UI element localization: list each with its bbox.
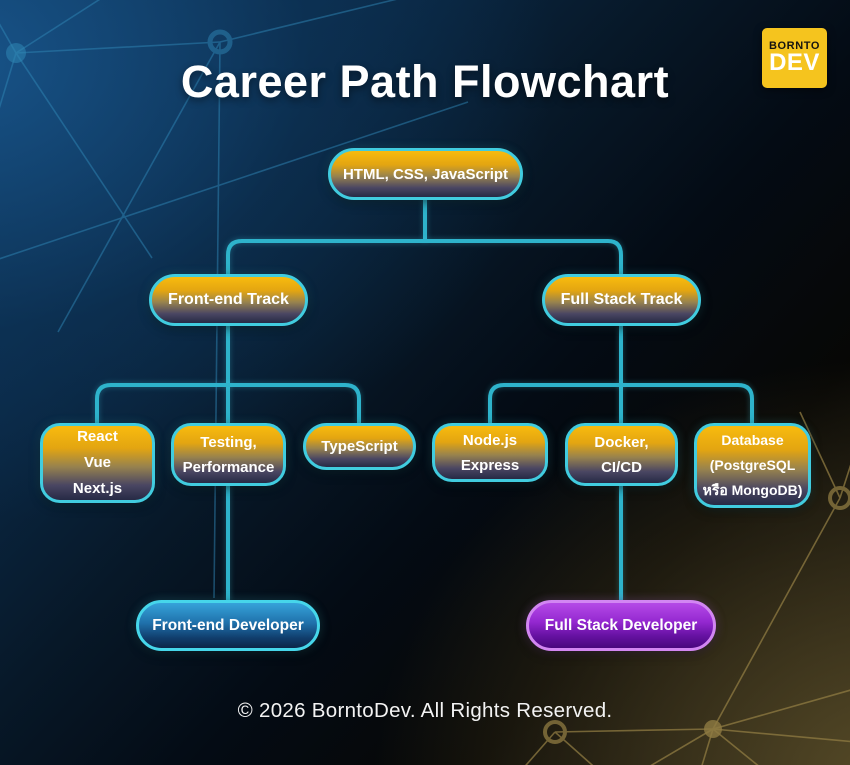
node-database: Database (PostgreSQL หรือ MongoDB) xyxy=(694,423,811,508)
node-fullstack-developer: Full Stack Developer xyxy=(526,600,716,651)
node-react-vue-nextjs: React Vue Next.js xyxy=(40,423,155,503)
node-docker-cicd: Docker, CI/CD xyxy=(565,423,678,486)
node-label: Full Stack Track xyxy=(560,291,683,308)
node-label-line: CI/CD xyxy=(601,458,642,476)
node-label-line: Node.js xyxy=(462,431,518,449)
connector-root-branch xyxy=(226,239,623,277)
copyright-text: © 2026 BorntoDev. All Rights Reserved. xyxy=(237,699,613,722)
page-title: Career Path Flowchart xyxy=(180,56,670,107)
node-label-line: (PostgreSQL xyxy=(709,457,796,473)
connector-fullstack-branch xyxy=(488,383,754,424)
node-label-line: Performance xyxy=(182,458,275,476)
node-label-line: Database xyxy=(721,432,784,448)
borntodev-logo: BORNTO DEV xyxy=(762,28,827,88)
node-fullstack-track: Full Stack Track xyxy=(542,274,701,326)
node-label-line: Next.js xyxy=(72,480,123,497)
node-label: TypeScript xyxy=(321,438,398,455)
logo-text-dev: DEV xyxy=(769,49,820,77)
node-html-css-javascript: HTML, CSS, JavaScript xyxy=(328,148,523,200)
node-label-line: หรือ MongoDB) xyxy=(702,482,803,498)
node-label-line: Express xyxy=(460,456,520,474)
node-label: Front-end Track xyxy=(168,291,289,308)
node-label-line: Testing, xyxy=(200,433,257,451)
node-label-line: React xyxy=(77,428,118,445)
connector-frontend-branch xyxy=(95,383,361,424)
node-label-line: Vue xyxy=(84,454,111,471)
node-label: HTML, CSS, JavaScript xyxy=(342,165,509,183)
node-testing-performance: Testing, Performance xyxy=(171,423,286,486)
node-label: Full Stack Developer xyxy=(544,616,698,634)
node-typescript: TypeScript xyxy=(303,423,416,470)
logo-text-bornto: BORNTO xyxy=(768,40,821,53)
node-frontend-developer: Front-end Developer xyxy=(136,600,320,651)
node-label: Front-end Developer xyxy=(152,616,304,634)
node-frontend-track: Front-end Track xyxy=(149,274,308,326)
node-nodejs-express: Node.js Express xyxy=(432,423,548,482)
node-label-line: Docker, xyxy=(594,433,649,451)
